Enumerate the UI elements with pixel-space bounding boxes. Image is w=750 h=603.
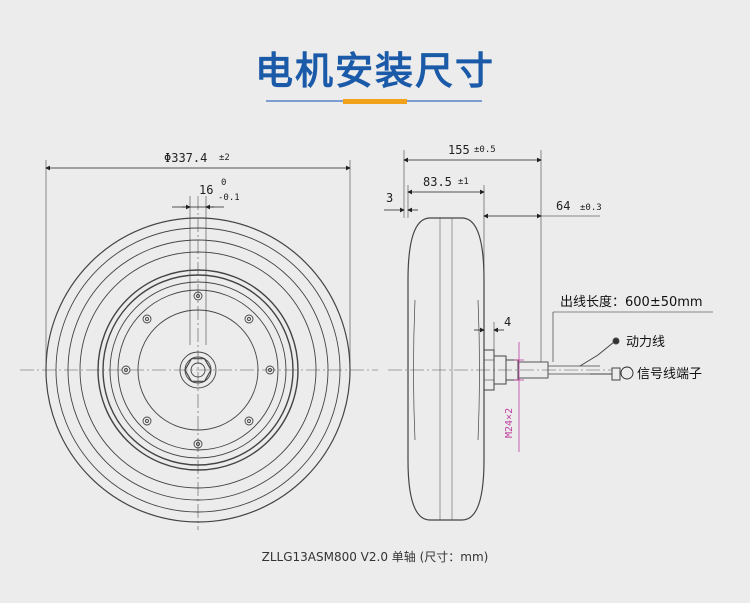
thread-dimension-line	[514, 342, 524, 452]
signal-terminal-label: 信号线端子	[637, 367, 702, 382]
offset-dimension: 3	[386, 191, 393, 205]
diameter-dimension: Φ337.4	[164, 151, 207, 165]
front-view	[20, 160, 378, 530]
power-wire-label: 动力线	[626, 335, 665, 350]
tire-width-dimension: 83.5	[423, 175, 452, 189]
shaft-tolerance-lower: -0.1	[218, 193, 240, 203]
tire-width-tolerance: ±1	[458, 177, 469, 187]
diameter-tolerance: ±2	[219, 153, 230, 163]
title-accent-bar	[343, 99, 407, 104]
bolt-holes	[121, 291, 275, 449]
side-view	[388, 150, 621, 521]
cable-length-label: 出线长度：600±50mm	[560, 294, 703, 310]
shaft-length-dimension: 64	[556, 199, 570, 213]
thread-label: M24×2	[504, 408, 515, 438]
total-width-tolerance: ±0.5	[474, 145, 496, 155]
signal-terminal-icon	[620, 366, 634, 380]
shaft-tolerance-upper: 0	[221, 178, 226, 188]
model-caption: ZLLG13ASM800 V2.0 单轴 (尺寸：mm)	[261, 550, 489, 564]
shaft-width-dimension: 16	[199, 183, 213, 197]
flat-dimension: 4	[504, 315, 511, 329]
page-title: 电机安装尺寸	[254, 49, 495, 93]
shaft-length-tolerance: ±0.3	[580, 203, 602, 213]
total-width-dimension: 155	[448, 143, 470, 157]
